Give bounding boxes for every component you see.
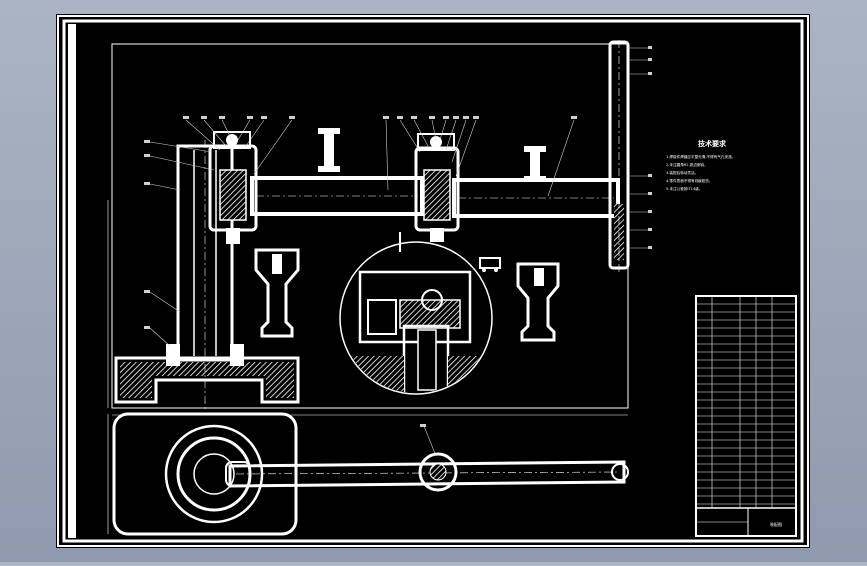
- tech-requirement-line: 1.焊接件焊缝应平整光滑,不得有气孔夹渣。: [666, 154, 735, 159]
- title-block-label: 装配图: [770, 521, 782, 527]
- tech-requirement-line: 2.未注圆角R2,锐边倒钝。: [666, 162, 708, 167]
- tech-requirement-line: 3.装配后转动灵活。: [666, 170, 698, 175]
- sheet-frame-border: [62, 19, 804, 543]
- tech-requirement-line: 5.未注公差按IT14级。: [666, 186, 702, 191]
- sheet-outer-border: [57, 15, 809, 547]
- tech-requirements-title: 技术要求: [698, 139, 727, 148]
- small-cart-detail: [479, 257, 501, 272]
- part-number-balloons: [144, 46, 652, 427]
- technical-requirements: 技术要求 1.焊接件焊缝应平整光滑,不得有气孔夹渣。 2.未注圆角R2,锐边倒钝…: [666, 139, 735, 191]
- part-number-leaders: [149, 47, 648, 457]
- top-view: [107, 412, 629, 536]
- arm-roller-1: [318, 128, 340, 172]
- upper-arm: [250, 176, 424, 216]
- part-detail-left: [254, 248, 300, 338]
- arm-roller-2: [524, 146, 546, 182]
- parts-list-table: 装配图: [695, 295, 797, 537]
- binding-margin-strip: [68, 24, 76, 538]
- vertical-column: [176, 140, 234, 410]
- elbow-joint: [414, 133, 460, 242]
- end-effector-shaft: [608, 40, 630, 272]
- tech-requirement-line: 4.零件表面不得有划痕碰伤。: [666, 178, 713, 183]
- part-detail-right: [516, 262, 560, 342]
